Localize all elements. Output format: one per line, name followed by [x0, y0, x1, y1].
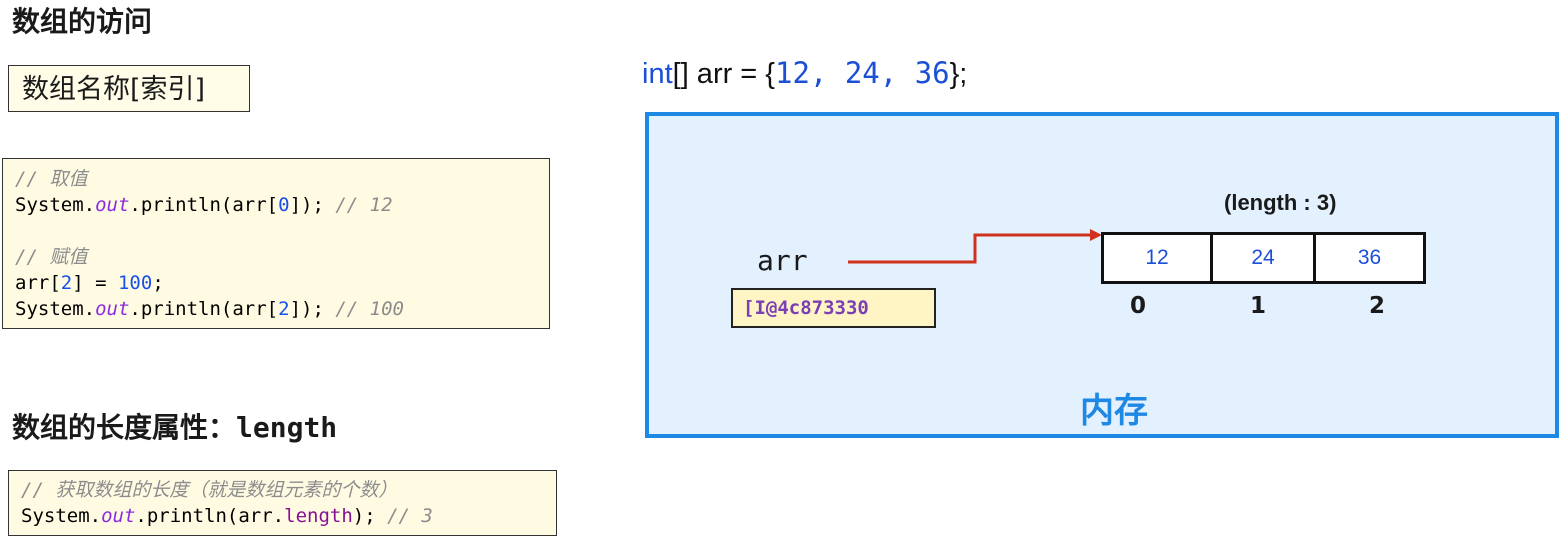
code-number: 0 — [278, 194, 290, 216]
decl-separator: , — [809, 56, 845, 90]
code-text: System. — [21, 505, 102, 527]
code-field: out — [101, 505, 136, 527]
code-comment: // 100 — [335, 298, 404, 320]
decl-text: }; — [949, 58, 968, 90]
code-text: System. — [15, 194, 96, 216]
variable-name: arr — [757, 244, 808, 277]
code-text: arr[ — [15, 272, 61, 294]
code-text: .println(arr[ — [129, 298, 279, 320]
decl-value: 12 — [775, 56, 810, 90]
length-code-block: // 获取数组的长度（就是数组元素的个数） System.out.println… — [8, 470, 557, 536]
reference-arrow — [848, 229, 1102, 264]
code-field: out — [95, 194, 130, 216]
syntax-box: 数组名称[索引] — [8, 65, 250, 112]
length-heading-text: 数组的长度属性： — [12, 411, 237, 444]
code-text: ]); — [289, 194, 336, 216]
decl-text: [] arr = { — [672, 58, 775, 90]
code-comment: // 获取数组的长度（就是数组元素的个数） — [21, 479, 398, 501]
code-text: ] = — [72, 272, 118, 294]
address-box: [I@4c873330 — [731, 288, 936, 328]
decl-value: 24 — [844, 56, 880, 90]
code-comment: // 赋值 — [15, 246, 88, 268]
array-index: 2 — [1368, 293, 1385, 319]
code-text: ]); — [289, 298, 336, 320]
array-cell: 24 — [1210, 232, 1316, 284]
code-comment: // 12 — [335, 194, 393, 216]
code-number: 100 — [117, 272, 153, 294]
array-cell: 12 — [1101, 232, 1213, 284]
code-text: .println(arr[ — [129, 194, 279, 216]
code-property: length — [284, 505, 353, 527]
syntax-text: 数组名称[索引] — [22, 74, 206, 105]
access-code-block: // 取值 System.out.println(arr[0]); // 12 … — [2, 158, 550, 329]
code-text: System. — [15, 298, 96, 320]
code-field: out — [95, 298, 130, 320]
length-label: (length : 3) — [1224, 190, 1337, 215]
array-declaration: int[] arr = {12, 24, 36}; — [642, 56, 967, 91]
code-text: ); — [352, 505, 388, 527]
access-heading: 数组的访问 — [12, 5, 153, 38]
code-comment: // 取值 — [15, 168, 88, 190]
code-text: ; — [152, 272, 164, 294]
code-number: 2 — [60, 272, 73, 294]
decl-keyword: int — [642, 58, 673, 90]
memory-label: 内存 — [1080, 391, 1148, 431]
length-heading-keyword: length — [236, 411, 338, 444]
code-comment: // 3 — [387, 505, 433, 527]
array-index: 0 — [1129, 293, 1146, 319]
array-cell: 36 — [1313, 232, 1426, 284]
code-text: .println(arr. — [135, 505, 285, 527]
length-heading: 数组的长度属性：length — [12, 406, 337, 446]
array-index: 1 — [1249, 293, 1266, 319]
decl-value: 36 — [914, 56, 950, 90]
code-number: 2 — [278, 298, 290, 320]
decl-separator: , — [879, 56, 915, 90]
